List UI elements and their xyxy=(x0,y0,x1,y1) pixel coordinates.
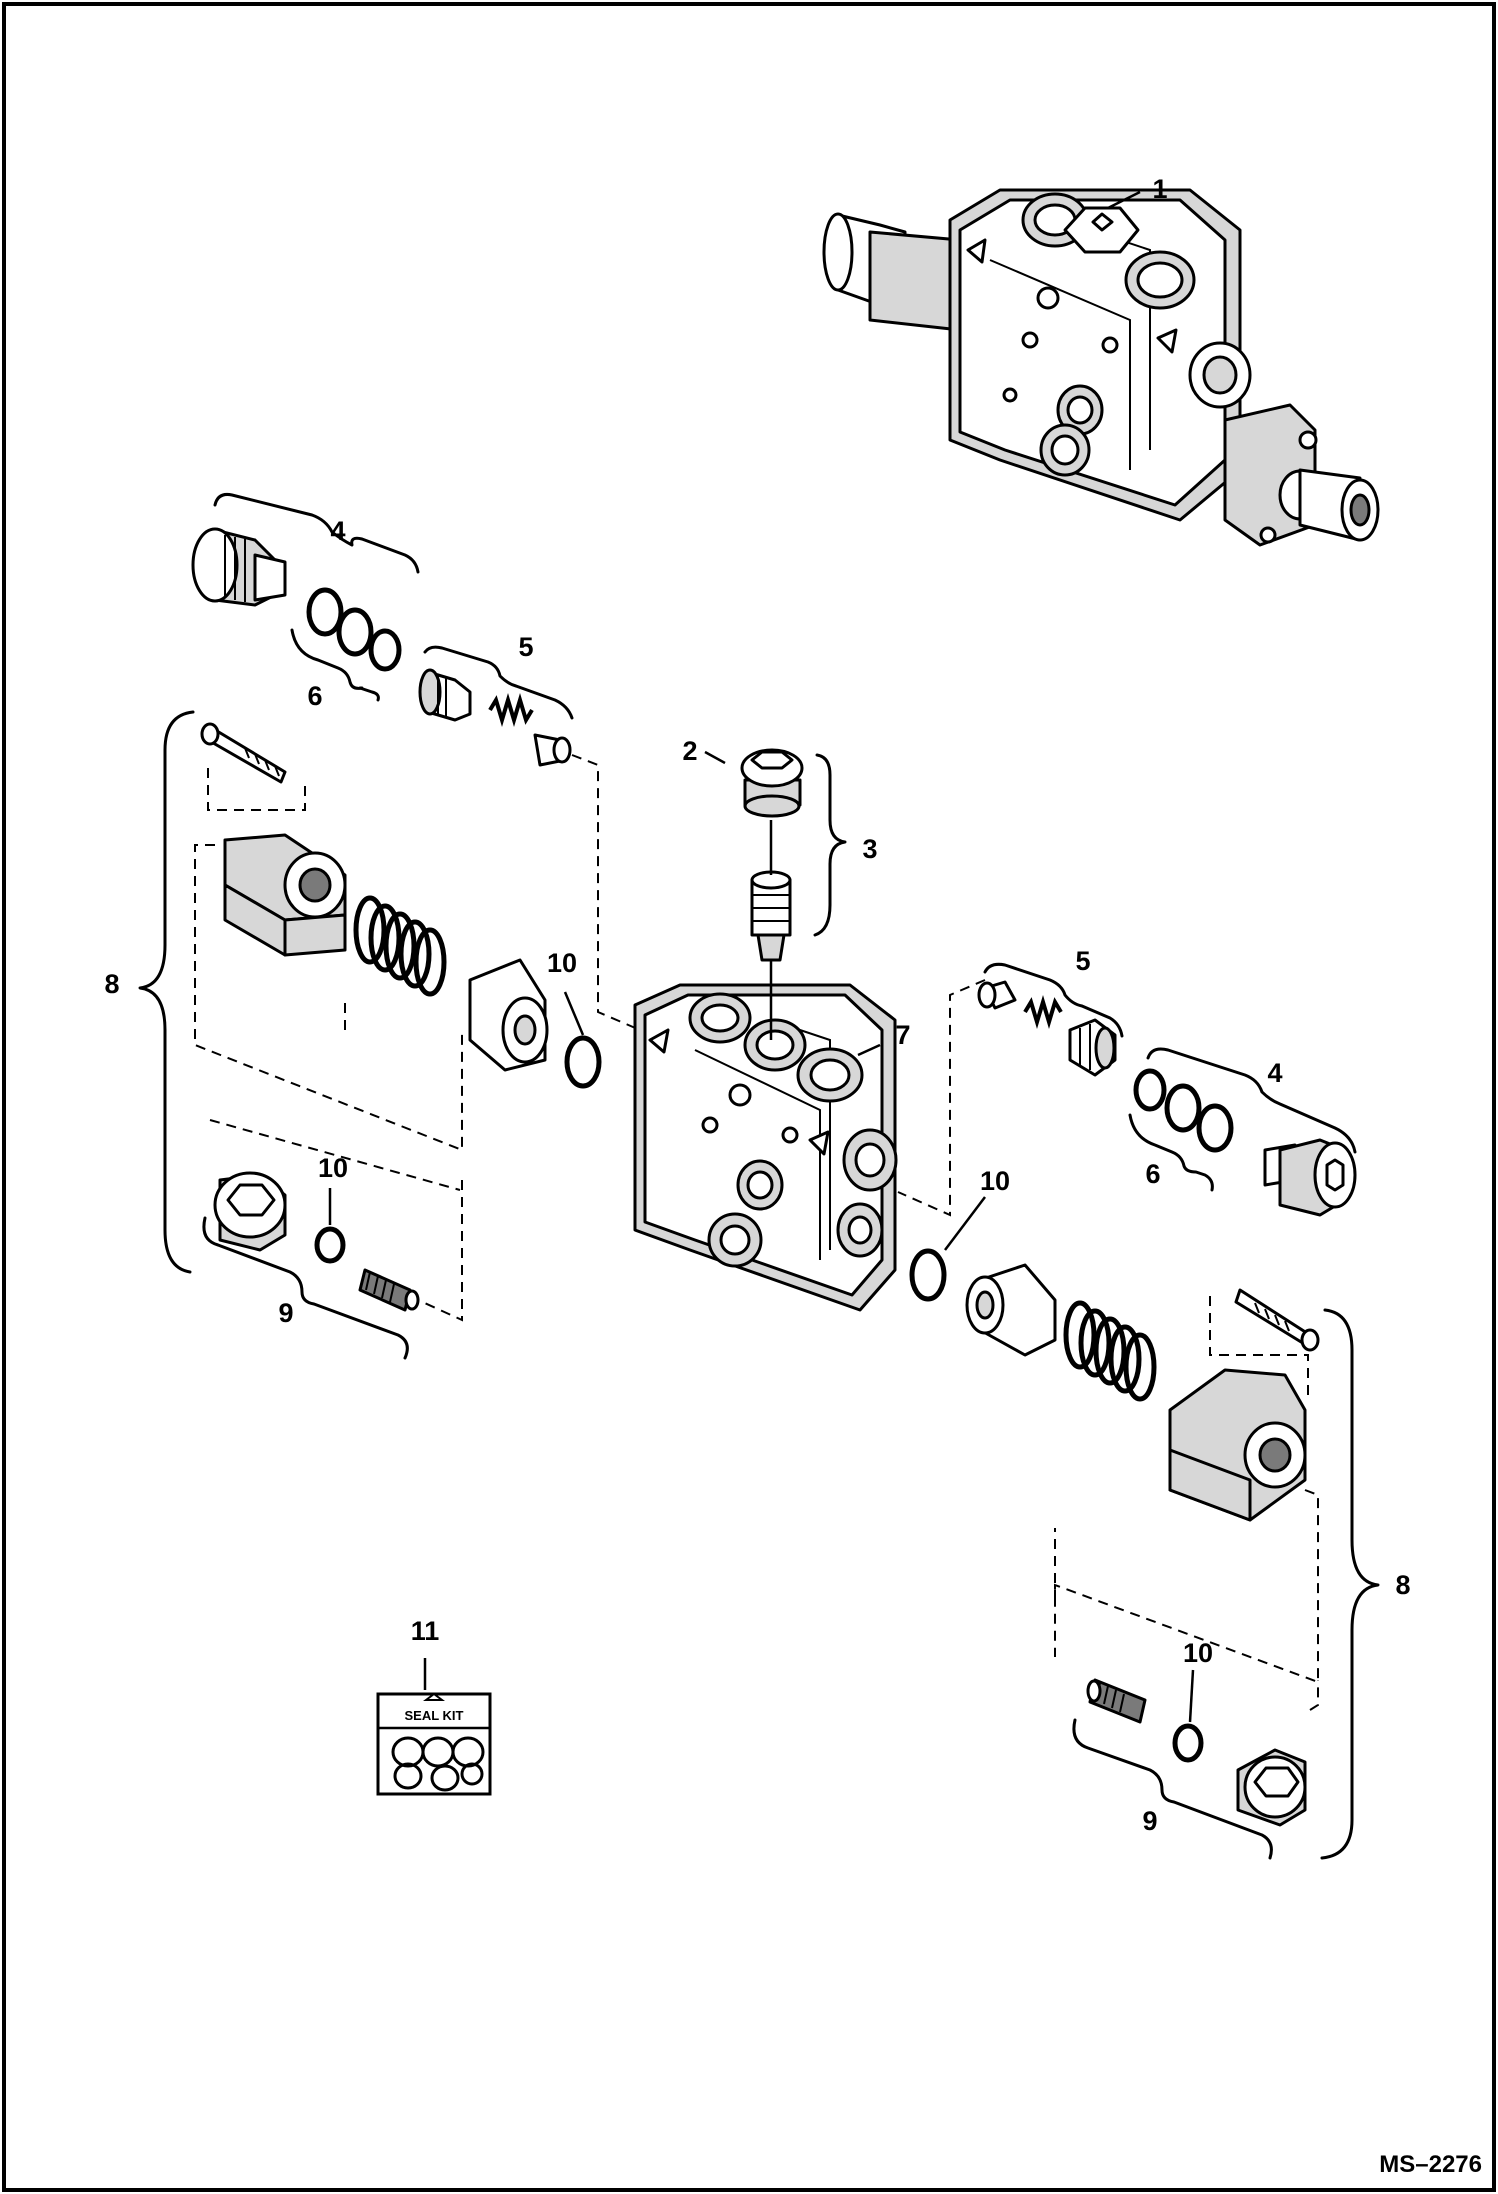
valve-body xyxy=(633,983,898,1312)
callout-9-left: 9 xyxy=(278,1298,293,1328)
callout-9-right: 9 xyxy=(1142,1806,1157,1836)
cap-assembly-right xyxy=(1086,1678,1307,1827)
seal-kit-label: SEAL KIT xyxy=(405,1708,464,1723)
callout-10-left-body: 10 xyxy=(547,948,577,978)
callout-3: 3 xyxy=(862,834,877,864)
callout-7: 7 xyxy=(895,1020,910,1050)
o-ring-left xyxy=(564,1035,602,1089)
callout-2: 2 xyxy=(682,736,697,766)
cap-assembly-left xyxy=(213,1171,420,1312)
grouping-braces xyxy=(138,493,1380,1860)
callout-6-upper: 6 xyxy=(307,681,322,711)
leader-lines xyxy=(328,190,1195,1723)
callout-8-right: 8 xyxy=(1395,1570,1410,1600)
relief-cartridge-left xyxy=(191,527,572,767)
relief-cartridge-right xyxy=(977,980,1357,1217)
callout-10-left-cap: 10 xyxy=(318,1153,348,1183)
port-relief-right xyxy=(965,1263,1320,1522)
assembly-dashed-lines xyxy=(194,754,1319,1711)
callout-10-right-cap: 10 xyxy=(1183,1638,1213,1668)
o-ring-right xyxy=(909,1248,947,1302)
callout-1: 1 xyxy=(1152,174,1167,204)
callout-11: 11 xyxy=(411,1616,440,1646)
plug-and-insert xyxy=(740,748,804,1040)
callout-labels: 1 2 3 4 5 6 7 5 4 6 8 8 9 9 10 10 10 10 … xyxy=(104,174,1410,1836)
callout-5-lower: 5 xyxy=(1075,946,1090,976)
port-relief-left xyxy=(200,722,549,1072)
callout-8-left: 8 xyxy=(104,969,119,999)
seal-kit-card xyxy=(376,1692,492,1796)
valve-assembly xyxy=(822,188,1380,547)
callout-10-right-body: 10 xyxy=(980,1166,1010,1196)
callout-6-lower: 6 xyxy=(1145,1159,1160,1189)
callout-4-lower: 4 xyxy=(1267,1058,1282,1088)
callout-4-upper: 4 xyxy=(330,516,345,546)
drawing-number: MS–2276 xyxy=(1379,2151,1482,2178)
callout-5-upper: 5 xyxy=(518,632,533,662)
